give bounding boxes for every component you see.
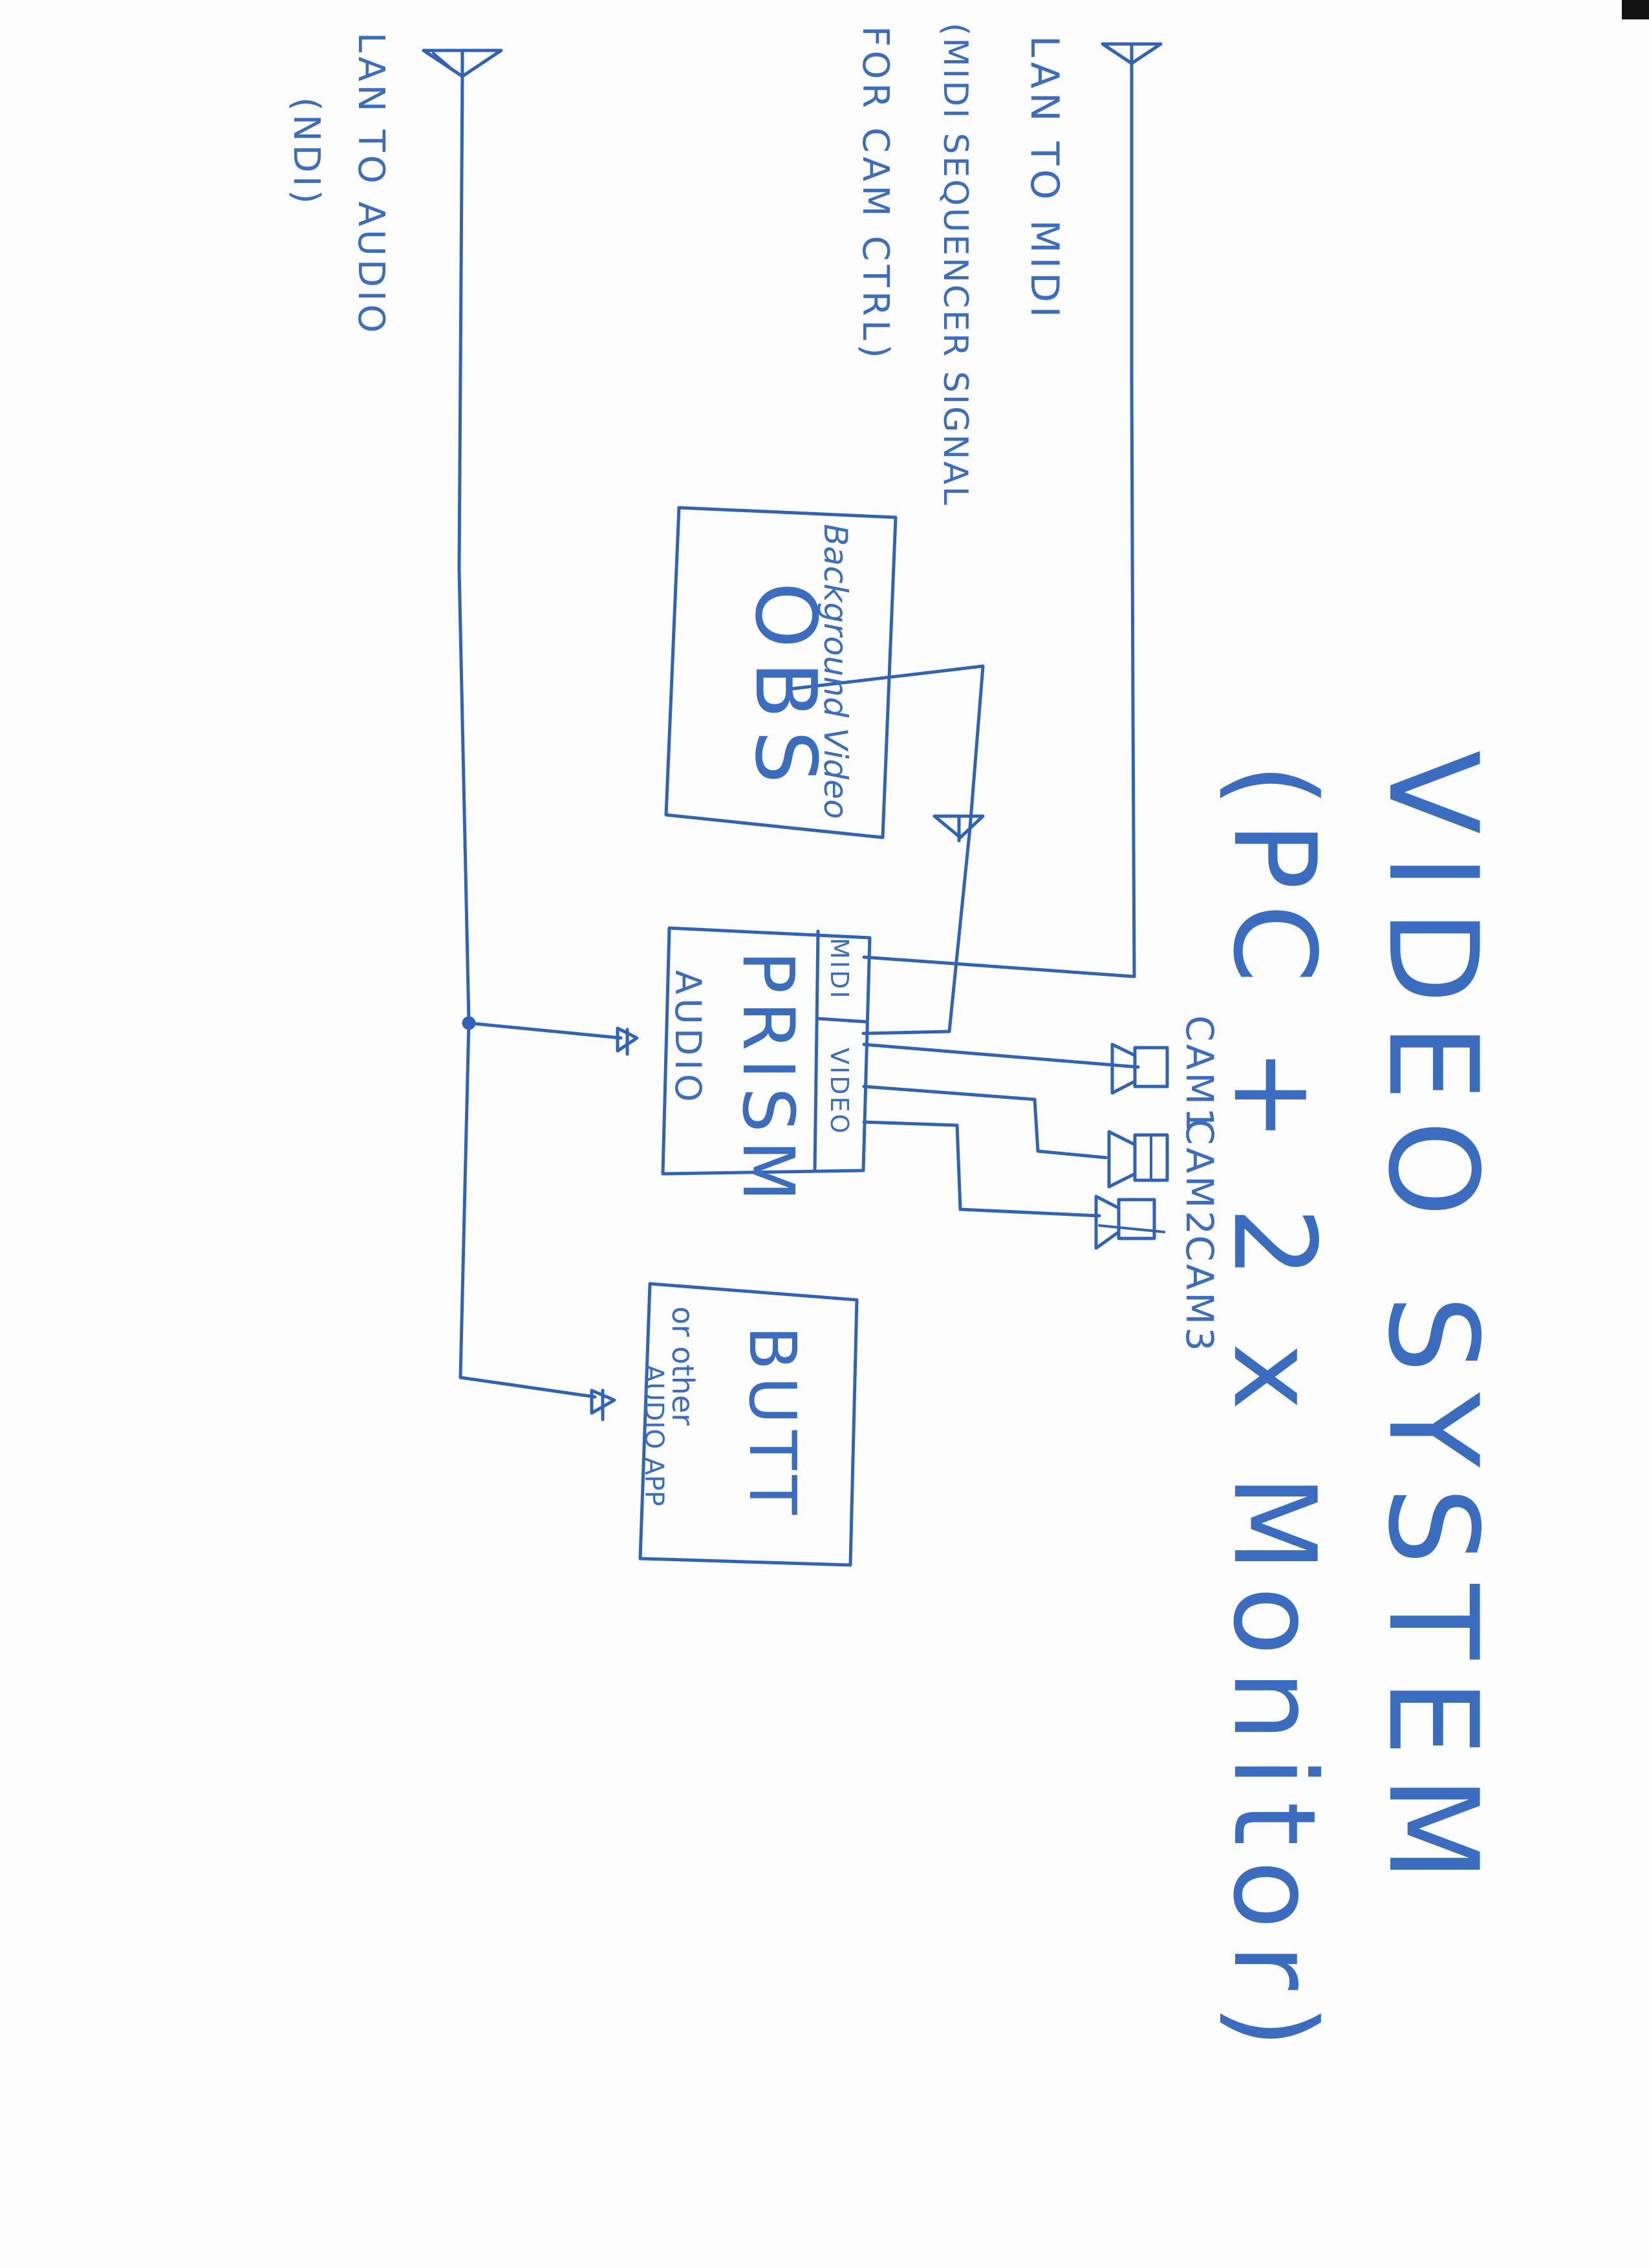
butt-sublabel-1: or other xyxy=(665,1306,700,1425)
camera-2: CAM2 xyxy=(1107,1119,1222,1237)
camera-1-label: CAM1 xyxy=(1178,1015,1222,1134)
camera-3: CAM3 xyxy=(1094,1194,1222,1354)
lan-audio-label: LAN TO AUDIO (NDI) xyxy=(285,32,392,336)
butt-block: BUTT or other AUDIO APP xyxy=(638,1282,859,1567)
lan-midi-label: LAN TO MIDI (MIDI SEQUENCER SIGNAL FOR C… xyxy=(854,23,1067,507)
camera-icon xyxy=(1094,1194,1165,1250)
diagram-subtitle: (PC + 2 x Monitor) xyxy=(1208,763,1339,2063)
camera-2-label: CAM2 xyxy=(1178,1119,1222,1237)
lan-audio-wire xyxy=(457,74,597,1399)
cam1-wire xyxy=(862,1042,1140,1069)
cam2-wire xyxy=(862,1085,1108,1160)
cam3-wire xyxy=(862,1120,1101,1218)
prism-audio-connector-icon xyxy=(616,1026,639,1056)
wire-junction xyxy=(462,1016,476,1030)
lan-midi-line1: LAN TO MIDI xyxy=(1022,36,1067,321)
obs-label: OBS xyxy=(737,582,835,797)
lan-midi-line3: FOR CAM CTRL) xyxy=(854,26,896,362)
camera-1: CAM1 xyxy=(1110,1015,1222,1134)
ndi-to-prism-audio-wire xyxy=(467,1021,623,1040)
prism-label: PRISM xyxy=(727,951,810,1209)
camera-icon xyxy=(1107,1130,1169,1189)
scan-corner-mark xyxy=(1622,0,1649,19)
prism-port-video: VIDEO xyxy=(825,1048,854,1135)
lan-midi-wire xyxy=(862,61,1136,978)
camera-3-label: CAM3 xyxy=(1178,1235,1222,1354)
prism-port-midi: MIDI xyxy=(825,938,854,1000)
butt-label: BUTT xyxy=(735,1326,810,1521)
obs-video-connector-icon xyxy=(932,814,985,843)
prism-port-audio: AUDIO xyxy=(667,970,709,1106)
camera-icon xyxy=(1110,1042,1169,1095)
lan-audio-line1: LAN TO AUDIO xyxy=(350,32,392,336)
butt-audio-connector-icon xyxy=(590,1388,616,1421)
prism-block: MIDI VIDEO PRISM AUDIO xyxy=(661,926,872,1209)
obs-block: Background Video OBS xyxy=(664,506,898,839)
butt-sublabel-2: AUDIO APP xyxy=(639,1365,669,1506)
lan-audio-line2: (NDI) xyxy=(285,97,327,207)
lan-midi-line2: (MIDI SEQUENCER SIGNAL xyxy=(936,23,975,507)
diagram-title-group: VIDEO SYSTEM (PC + 2 x Monitor) xyxy=(1208,750,1504,2063)
diagram-title: VIDEO SYSTEM xyxy=(1361,750,1504,1901)
obs-sublabel: Background Video xyxy=(817,524,854,819)
